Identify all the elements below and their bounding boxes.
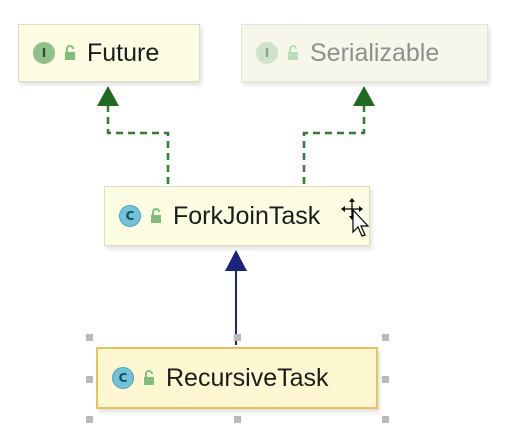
selection-handle-bottom-left[interactable] bbox=[86, 416, 93, 423]
arrowhead-forkjointask bbox=[225, 250, 247, 271]
selection-handle-bottom-right[interactable] bbox=[382, 416, 389, 423]
selection-handle-middle-right[interactable] bbox=[382, 376, 389, 383]
node-recursivetask[interactable]: C RecursiveTask bbox=[96, 347, 378, 409]
lock-icon bbox=[286, 45, 300, 61]
lock-icon bbox=[142, 370, 156, 386]
edge-forkjointask-serializable bbox=[302, 104, 366, 184]
selection-handle-middle-left[interactable] bbox=[86, 376, 93, 383]
arrowhead-serializable bbox=[353, 86, 375, 106]
node-label: Future bbox=[87, 38, 160, 67]
class-icon: C bbox=[112, 367, 134, 389]
lock-icon bbox=[149, 208, 163, 224]
interface-icon: I bbox=[33, 42, 55, 64]
lock-icon bbox=[63, 45, 77, 61]
selection-handle-top-middle[interactable] bbox=[234, 334, 241, 341]
node-label: Serializable bbox=[310, 38, 440, 67]
move-cursor-icon bbox=[341, 198, 370, 237]
node-label: ForkJoinTask bbox=[173, 201, 321, 230]
node-future[interactable]: I Future bbox=[18, 24, 200, 82]
node-label: RecursiveTask bbox=[166, 363, 329, 392]
node-forkjointask[interactable]: C ForkJoinTask bbox=[104, 186, 370, 246]
node-serializable[interactable]: I Serializable bbox=[241, 24, 488, 82]
edge-forkjointask-future bbox=[106, 104, 170, 184]
selection-handle-bottom-middle[interactable] bbox=[234, 416, 241, 423]
class-icon: C bbox=[119, 205, 141, 227]
interface-icon: I bbox=[256, 42, 278, 64]
selection-handle-top-left[interactable] bbox=[86, 334, 93, 341]
selection-handle-top-right[interactable] bbox=[382, 334, 389, 341]
arrowhead-future bbox=[97, 86, 119, 106]
